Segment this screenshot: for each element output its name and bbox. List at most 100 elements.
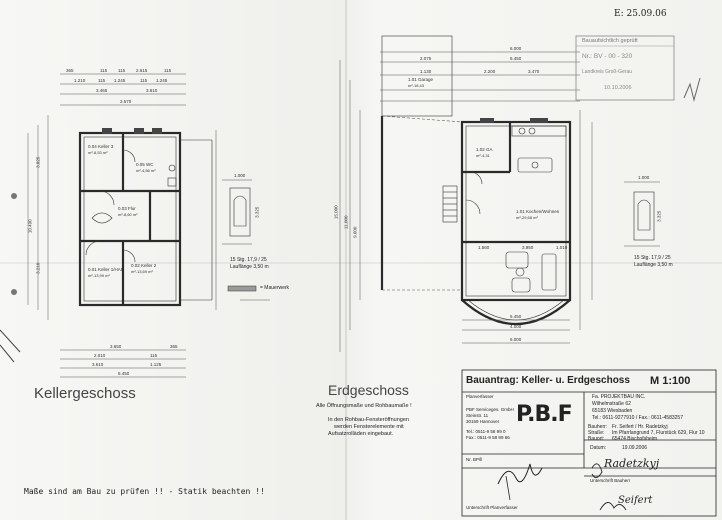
e-dim-top2-a: 5.450 (510, 56, 522, 61)
e-dim-top1-a: 6.000 (510, 46, 522, 51)
k-dim-top2-b: 115 (98, 78, 106, 83)
k-dim-left-a: 10.490 (27, 219, 33, 234)
erd-dimensions (339, 51, 593, 352)
k-dim-top3-a: 3.465 (96, 88, 108, 93)
signature-left (497, 463, 543, 501)
tb-firm-2: Wilhelmstraße 62 (592, 401, 631, 407)
e-stair-line2: Lauflänge 3,50 m (634, 262, 673, 268)
e-stair-dim-b: 3.325 (656, 210, 662, 222)
tb-bauort-label: Bauort: (588, 436, 605, 442)
approval-stamp (575, 35, 701, 102)
tb-sig-right: Radetzkyj (604, 457, 660, 470)
k-dim-bottom3-b: 1.125 (150, 362, 162, 367)
tb-sig-right-label: Unterschrift Bauherr (590, 478, 631, 483)
tb-stamp-small: Nr. BP/ll (466, 457, 483, 462)
e-dim-left-b: 11.000 (343, 215, 349, 229)
tb-pv-3: 30159 Hannover (466, 419, 500, 424)
k-dim-bottom2-b: 115 (150, 353, 158, 358)
e-dim-mid-a: 1.560 (478, 245, 490, 250)
k-dim-top2-c: 1.245 (114, 78, 126, 83)
k-room-4-area: m²-13,99 m² (88, 273, 110, 278)
k-room-2-label: 0.05 WC (136, 162, 154, 167)
e-dim-top3-a: 2.200 (484, 69, 496, 74)
e-dim-left-a: 15.000 (333, 205, 339, 220)
tb-bauherr: Fr. Seifert / Hr. Radetzkyj (612, 424, 668, 430)
k-dim-top1-c: 115 (118, 68, 126, 73)
e-dim-mid-b: 3.950 (522, 245, 534, 250)
e-dim-top2-b: 2.075 (420, 56, 432, 61)
mauerwerk-swatch (227, 285, 257, 292)
corner-date-note: E: 25.09.06 (614, 9, 667, 19)
mauerwerk-legend: = Mauerwerk (260, 285, 290, 291)
bottom-note: Maße sind am Bau zu prüfen !! - Statik b… (24, 487, 265, 496)
e-dim-mid-c: 1.010 (556, 245, 568, 250)
tb-strasse-label: Straße: (588, 430, 605, 436)
k-dim-bottom1-b: 365 (170, 344, 178, 349)
tb-pv-fax: Fax.: 0511-9 58 99 66 (466, 435, 510, 440)
paper-fold-horizontal (0, 262, 722, 264)
k-dim-top2-a: 1.210 (74, 78, 86, 83)
tb-datum: 19.09.2006 (622, 445, 648, 451)
tb-planverfasser-label: Planverfasser (466, 394, 494, 399)
tb-strasse: Im Pfarrlangrund 7, Flurstück 629, Flur … (612, 430, 705, 436)
tb-title: Bauantrag: Keller- u. Erdgeschoss (466, 375, 630, 386)
tb-scale: M 1:100 (650, 375, 691, 387)
erd-plan (380, 35, 572, 326)
e-room-1-label: 1.01 Garage (408, 77, 434, 82)
tb-pv-2: Steinstr. 11 (466, 413, 489, 418)
tb-logo: P.B.F (516, 402, 573, 427)
k-room-1-label: 0.04 Keller 3 (88, 144, 114, 149)
keller-stair-detail (222, 179, 252, 245)
k-stair-dim-b: 3.325 (254, 206, 260, 218)
e-room-3-label: 1.01 Kochen/Wohnen (516, 209, 560, 214)
e-dim-bottom2-a: 4.000 (510, 324, 522, 329)
titleblock-frame (461, 369, 717, 517)
k-dim-top2-d: 115 (140, 78, 148, 83)
tb-firm-1: Fa. PROJEKTBAU INC. (592, 394, 646, 400)
signature-right (591, 463, 627, 511)
k-dim-bottom2-a: 2.010 (94, 353, 106, 358)
k-dim-top3-b: 3.610 (146, 88, 158, 93)
k-room-4-label: 0.01 Keller 1/HAR (88, 267, 125, 272)
k-room-5-label: 0.02 Keller 2 (131, 263, 157, 268)
paper-fold-vertical (345, 0, 347, 520)
k-dim-top1-a: 365 (66, 68, 74, 73)
tb-firm-4: Tel.: 0611-9277910 / Fax.: 0611-4583257 (592, 415, 683, 421)
e-dim-top3-c: 3.470 (528, 69, 540, 74)
tb-pv-1: PBF Serviceges. GmbH (466, 407, 514, 412)
k-dim-top1-d: 2.615 (136, 68, 148, 73)
k-stair-dim-a: 1.000 (234, 173, 246, 178)
tb-sig-left-label: Unterschrift Planverfasser (466, 505, 518, 510)
e-room-1-area: m²-18,43 (408, 83, 425, 88)
k-room-2-area: m²-4,56 m² (136, 168, 156, 173)
tb-firm-3: 65183 Wiesbaden (592, 408, 633, 414)
k-dim-left-b: 3.825 (35, 156, 41, 168)
erd-note-2: In den Rohbau-Fensteröffnungen (328, 417, 409, 423)
tb-pv-tel: Tel.: 0511-9 58 99 0 (466, 429, 506, 434)
e-room-2-label: 1.02 GA (476, 147, 493, 152)
erd-note-3: werden Fensterelemente mit (334, 424, 404, 430)
stamp-line3: Landkreis Groß-Gerau (582, 69, 633, 75)
tb-bauort: 65474 Bischofsheim (612, 436, 658, 442)
punch-marks (0, 193, 21, 363)
k-dim-top4-a: 3.570 (120, 99, 132, 104)
e-dim-bottom1-a: 5.450 (510, 314, 522, 319)
k-room-1-area: m²-8,53 m² (88, 150, 108, 155)
e-room-2-area: m²-4,31 (476, 153, 490, 158)
keller-title: Kellergeschoss (34, 385, 136, 402)
k-dim-top2-e: 1.245 (156, 78, 168, 83)
keller-dimensions (27, 73, 270, 378)
tb-sig-right2: Seifert (618, 495, 653, 506)
k-stair-line2: Lauflänge 3,50 m (230, 264, 269, 270)
k-room-3-area: m²-8,60 m² (118, 212, 138, 217)
keller-plan (78, 128, 213, 307)
k-dim-left-c: 3.210 (35, 262, 41, 274)
k-dim-bottom3-a: 3.610 (92, 362, 104, 367)
tb-bauherr-label: Bauherr: (588, 424, 608, 430)
k-dim-bottom1-a: 3.650 (110, 344, 122, 349)
e-room-3-area: m²-29,68 m² (516, 215, 538, 220)
e-dim-bottom3-a: 6.000 (510, 337, 522, 342)
e-stair-line1: 15 Stg. 17,9 / 25 (634, 255, 671, 261)
